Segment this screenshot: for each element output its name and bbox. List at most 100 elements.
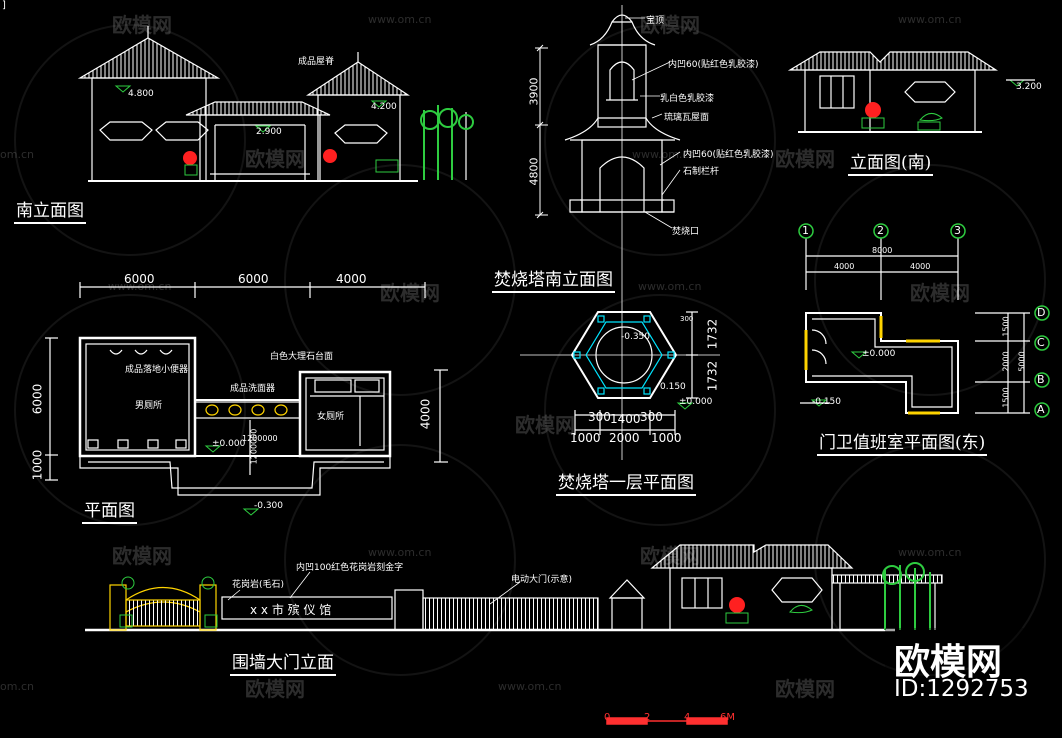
- dim-tower-bottom-inner-3: 300: [640, 410, 663, 424]
- dim-guard-part-2: 4000: [910, 262, 931, 271]
- label-womens-room: 女厕所: [317, 412, 345, 422]
- watermark-brand: 欧模网: [112, 544, 172, 568]
- label-mens-room: 男厕所: [135, 401, 163, 411]
- grid-axis-col-2: 2: [877, 224, 884, 237]
- plants-south-elevation: [183, 105, 474, 180]
- label-tower-railing: 石制栏杆: [683, 167, 720, 177]
- grid-axis-col-1: 1: [802, 224, 809, 237]
- label-roof-tile: 成品屋脊: [298, 57, 335, 67]
- dim-guard-right-total: 5000: [1017, 351, 1027, 372]
- label-counter: 白色大理石台面: [270, 352, 334, 362]
- title-gate-elevation: 围墙大门立面: [230, 648, 336, 676]
- title-plan: 平面图: [82, 496, 137, 524]
- label-tower-inner-wall-2: 内凹60(贴红色乳胶漆): [683, 150, 774, 160]
- label-urinal: 成品落地小便器: [125, 365, 189, 375]
- dim-plan-inner-2: 1200000: [249, 428, 259, 465]
- gate-leaders: [227, 571, 521, 605]
- watermark-brand: 欧模网: [775, 677, 835, 701]
- label-tower-fire-port: 焚烧口: [672, 227, 700, 237]
- grid-axis-row-b: B: [1037, 373, 1045, 386]
- label-tower-inner-wall-1: 内凹60(贴红色乳胶漆): [668, 60, 759, 70]
- scale-label-2: 2: [644, 712, 651, 723]
- label-tower-roof: 琉璃瓦屋面: [664, 113, 710, 123]
- title-guardhouse-plan: 门卫值班室平面图(东): [817, 428, 988, 456]
- watermark-brand: 欧模网: [515, 413, 575, 437]
- scale-label-6m: 6M: [720, 712, 735, 723]
- plants-guardhouse-elevation: [861, 102, 943, 131]
- elev-plan-outside: -0.300: [254, 501, 284, 511]
- dim-plan-top-1: 6000: [124, 272, 155, 286]
- elev-plan-floor: ±0.000: [212, 439, 246, 449]
- dim-tower-bottom-outer-3: 1000: [651, 431, 682, 445]
- elev-tower-inner: -0.350: [621, 332, 651, 342]
- dim-guard-right-3: 1500: [1001, 387, 1011, 408]
- watermark-brand: 欧模网: [245, 677, 305, 701]
- dim-guard-part-1: 4000: [834, 262, 855, 271]
- watermark-url: om.cn: [0, 680, 34, 693]
- guardhouse-plan-drawing: [800, 238, 1030, 415]
- watermark-brand: 欧模网: [112, 13, 172, 37]
- label-gate-pillar: 花岗岩(毛石): [232, 580, 285, 590]
- grid-axis-bubbles: [798, 223, 1050, 418]
- watermark-url: www.om.cn: [632, 148, 696, 161]
- corner-mark: ]: [2, 0, 6, 11]
- scale-bar: [606, 717, 728, 725]
- brand-badge-id: ID:1292753: [894, 676, 1029, 702]
- label-electric-gate: 电动大门(示意): [511, 575, 573, 585]
- tower-plan-drawing: [520, 311, 720, 435]
- grid-axis-row-d: D: [1037, 306, 1046, 319]
- tower-leaders: [625, 17, 681, 229]
- grid-axis-row-a: A: [1037, 403, 1045, 416]
- dim-tower-right-1: 1732: [705, 318, 720, 350]
- gate-sign-text: x x 市 殡 仪 馆: [250, 603, 332, 617]
- dim-guard-right-2: 2000: [1001, 351, 1011, 372]
- title-tower-south-elevation: 焚烧塔南立面图: [492, 265, 615, 293]
- dim-plan-left-2: 1000: [30, 449, 45, 481]
- dim-tower-right-2: 1732: [705, 360, 720, 392]
- watermark-url: www.om.cn: [368, 13, 432, 26]
- tower-height-dims: [535, 44, 548, 219]
- brand-badge-name: 欧模网: [894, 642, 1003, 683]
- elev-left-roof: 4.800: [128, 89, 154, 99]
- dim-tower-bottom-inner-1: 300: [588, 410, 611, 424]
- guardhouse-elevation-drawing: [787, 51, 1035, 133]
- dim-plan-top-3: 4000: [336, 272, 367, 286]
- elev-guard-outside: -0.150: [812, 397, 842, 407]
- tower-elevation-drawing: [564, 5, 681, 460]
- scale-label-4: 4: [684, 712, 691, 723]
- dim-plan-top-2: 6000: [238, 272, 269, 286]
- dim-plan-left-1: 6000: [30, 383, 45, 415]
- elev-tower-floor: ±0.000: [679, 397, 713, 407]
- elev-guard-floor: ±0.000: [862, 349, 896, 359]
- grid-axis-col-3: 3: [954, 224, 961, 237]
- watermark-brand: 欧模网: [640, 13, 700, 37]
- elev-tower-step: 0.150: [660, 382, 686, 392]
- gate-elevation-drawing: [85, 544, 943, 632]
- elev-right-roof: 4.200: [371, 102, 397, 112]
- label-gate-sign-note: 内凹100红色花岗岩刻金字: [296, 563, 404, 573]
- dim-plan-right: 4000: [418, 398, 433, 430]
- watermark-url: om.cn: [0, 148, 34, 161]
- label-tower-top: 宝顶: [646, 16, 665, 26]
- elev-center-roof: 2.900: [256, 127, 282, 137]
- dim-tower-upper: 3900: [527, 77, 541, 106]
- dim-tower-bottom-outer-1: 1000: [570, 431, 601, 445]
- watermark-url: www.om.cn: [898, 13, 962, 26]
- dim-tower-bottom-outer-2: 2000: [609, 431, 640, 445]
- plants-gate: [119, 562, 931, 630]
- south-elevation-drawing: [77, 26, 418, 182]
- title-tower-plan: 焚烧塔一层平面图: [556, 468, 696, 496]
- dim-tower-corner: 300: [680, 315, 694, 323]
- watermark-brand: 欧模网: [245, 147, 305, 171]
- dim-tower-lower: 4800: [527, 157, 541, 186]
- dim-guard-right-1: 1500: [1001, 316, 1011, 337]
- watermark-brand: 欧模网: [775, 147, 835, 171]
- watermark-url: www.om.cn: [898, 546, 962, 559]
- label-washbasin: 成品洗面器: [230, 384, 276, 394]
- watermark-url: www.om.cn: [498, 680, 562, 693]
- scale-label-0: 0: [604, 712, 611, 723]
- watermark-brand: 欧模网: [910, 281, 970, 305]
- dim-guard-total: 8000: [872, 246, 893, 255]
